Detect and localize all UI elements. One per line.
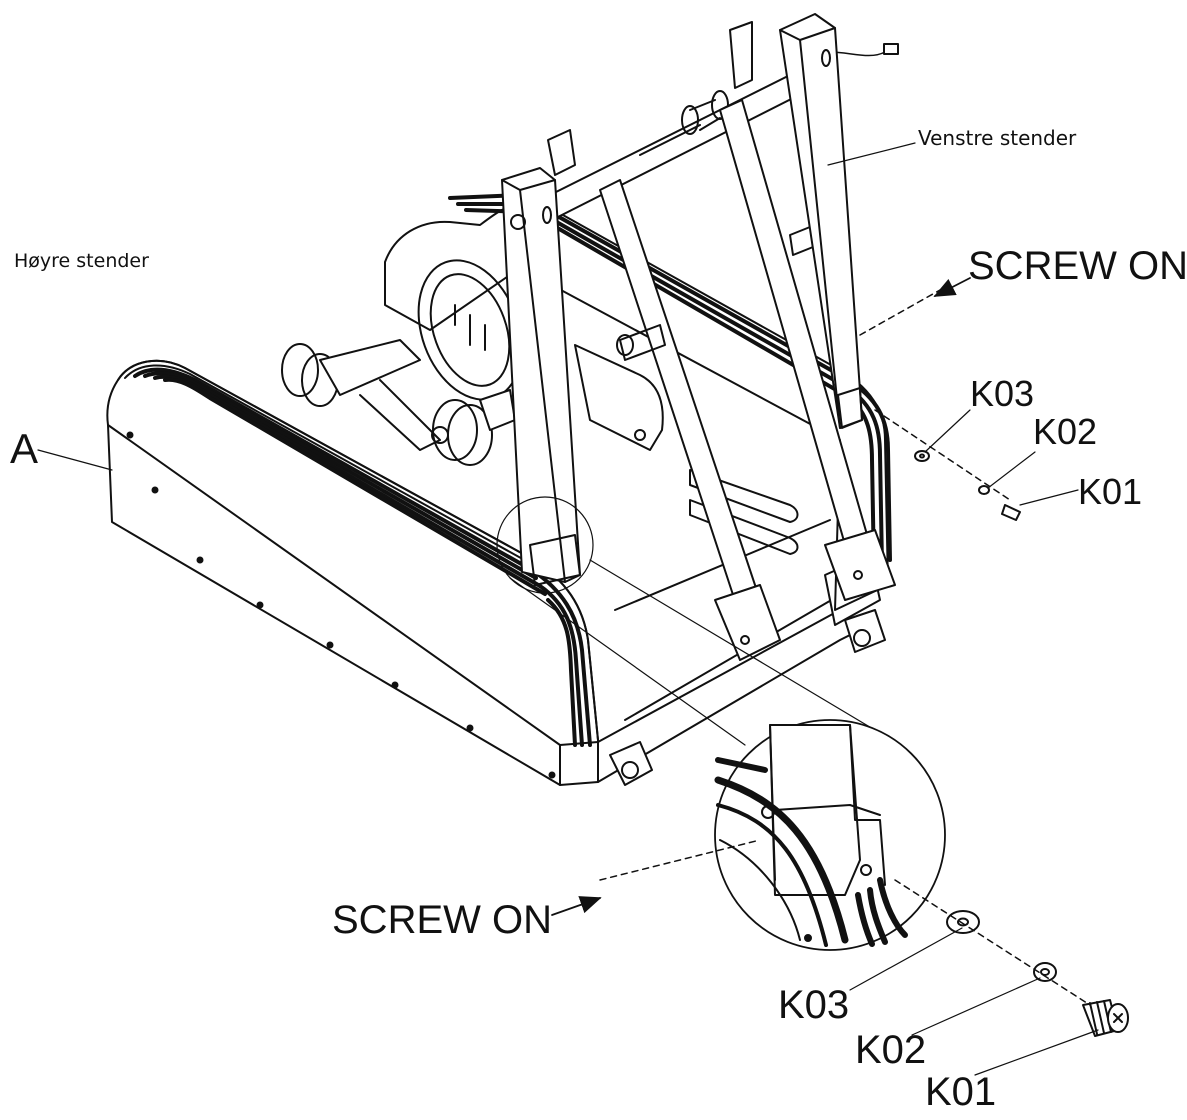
dash-line-bottom-hardware — [894, 879, 1091, 1006]
dash-line-top-hardware — [874, 409, 1011, 501]
right-upright — [501, 167, 581, 586]
leader-k02-bottom — [911, 977, 1041, 1036]
arrow-screw-on-top — [933, 277, 971, 297]
detail-leader-line-1 — [509, 577, 746, 746]
leader-k01-top — [1019, 489, 1079, 506]
leader-a — [37, 449, 113, 471]
leader-k03-bottom — [849, 927, 963, 991]
leader-k02-top — [987, 451, 1036, 489]
detail-source-circle — [496, 496, 594, 594]
crank-assembly — [281, 339, 516, 466]
dash-line-top-screw — [859, 289, 941, 336]
leader-venstre — [827, 142, 916, 166]
diagonal-links — [599, 99, 896, 661]
detail-zoom-circle — [714, 719, 946, 951]
label-hoyre-stender: Høyre stender — [14, 250, 149, 272]
leader-k01-bottom — [974, 1029, 1099, 1076]
arrow-screw-on-bottom — [551, 896, 602, 916]
left-upright — [779, 13, 863, 429]
dash-line-bottom-screw — [599, 839, 761, 881]
leader-k03-top — [924, 409, 971, 453]
label-k01-top: K01 — [1078, 471, 1143, 512]
label-k03-bottom: K03 — [778, 983, 850, 1027]
label-k03-top: K03 — [970, 373, 1035, 414]
front-wheels — [609, 609, 886, 786]
bottom-hardware — [946, 910, 1129, 1037]
label-screw-on-bottom: SCREW ON — [332, 898, 552, 942]
detail-leader-line-2 — [589, 559, 901, 746]
top-hardware — [914, 450, 1021, 521]
label-k02-top: K02 — [1033, 411, 1098, 452]
label-screw-on-top: SCREW ON — [968, 244, 1187, 288]
label-k01-bottom: K01 — [925, 1070, 997, 1114]
label-k02-bottom: K02 — [855, 1028, 927, 1072]
label-part-a: A — [10, 425, 39, 472]
label-venstre-stender: Venstre stender — [918, 126, 1077, 150]
